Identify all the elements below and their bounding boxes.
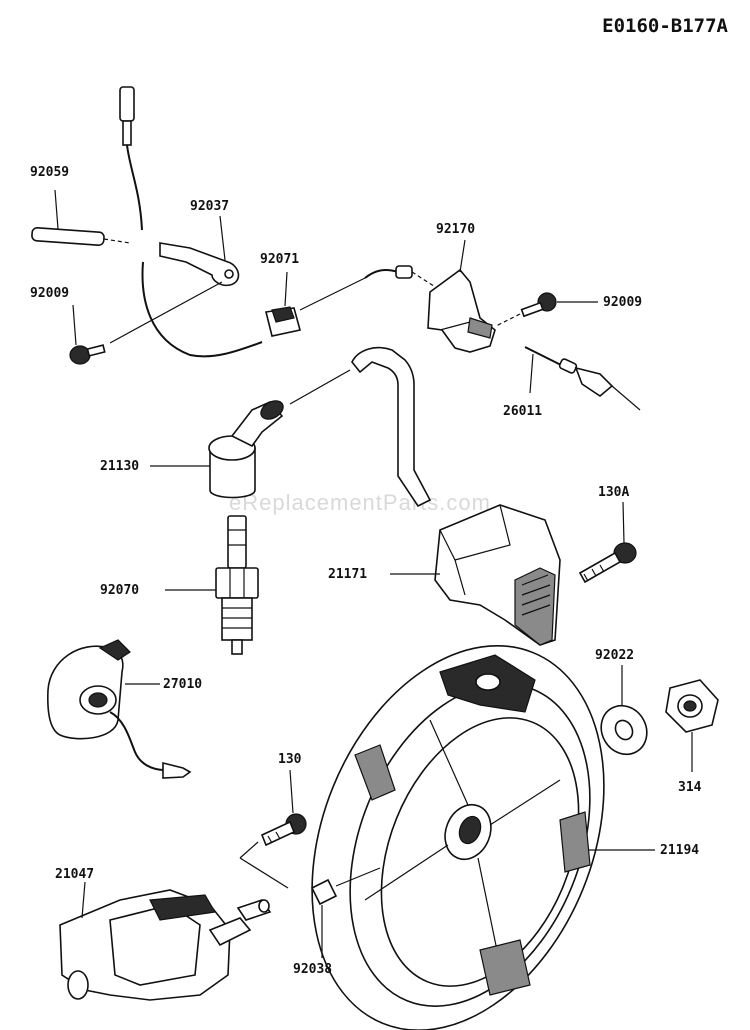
part-21130 — [150, 400, 284, 499]
terminal-wire-group — [119, 86, 263, 358]
label-130: 130 — [278, 752, 302, 767]
label-92071: 92071 — [260, 252, 299, 267]
label-21171: 21171 — [328, 567, 367, 582]
label-92022: 92022 — [595, 648, 634, 663]
part-26011 — [524, 346, 641, 411]
label-92037: 92037 — [190, 199, 229, 214]
watermark: eReplacementParts.com — [229, 490, 491, 515]
label-27010: 27010 — [163, 677, 202, 692]
part-21171 — [390, 504, 561, 646]
label-21194: 21194 — [660, 843, 699, 858]
label-92170: 92170 — [436, 222, 475, 237]
part-130 — [239, 769, 307, 889]
part-92009-right — [495, 292, 598, 327]
part-92009-left — [69, 281, 223, 365]
label-26011: 26011 — [503, 404, 542, 419]
part-92022 — [600, 665, 648, 756]
part-130A — [578, 501, 637, 584]
part-21194 — [311, 644, 655, 1030]
ht-lead — [289, 346, 432, 508]
label-314: 314 — [678, 780, 702, 795]
label-92009-right: 92009 — [603, 295, 642, 310]
part-314 — [665, 679, 719, 772]
label-92070: 92070 — [100, 583, 139, 598]
part-92071 — [265, 271, 366, 337]
label-130A: 130A — [598, 485, 629, 500]
diagram-code: E0160-B177A — [602, 15, 728, 37]
part-27010 — [47, 639, 192, 779]
part-92170 — [427, 239, 496, 353]
label-21130: 21130 — [100, 459, 139, 474]
part-21047 — [59, 881, 272, 1001]
part-92070 — [165, 515, 259, 655]
label-92009-left: 92009 — [30, 286, 69, 301]
label-21047: 21047 — [55, 867, 94, 882]
label-92059: 92059 — [30, 165, 69, 180]
part-92038 — [310, 867, 381, 958]
coil-wire-connector — [364, 265, 441, 291]
part-92037 — [159, 215, 240, 287]
label-92038: 92038 — [293, 962, 332, 977]
part-92059 — [31, 189, 131, 246]
